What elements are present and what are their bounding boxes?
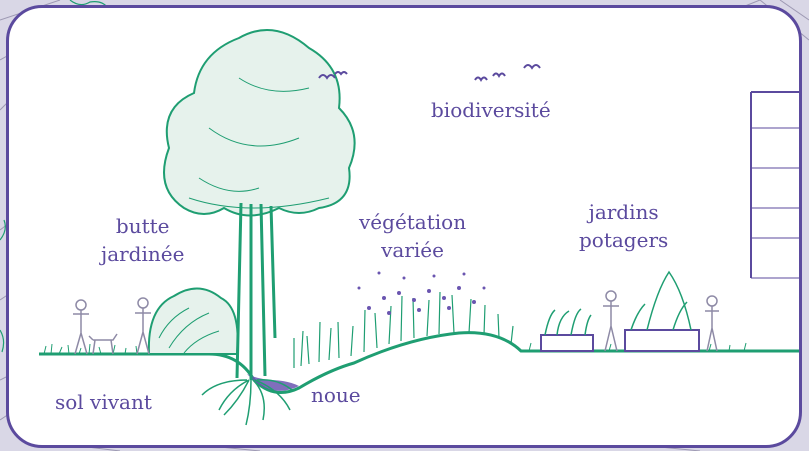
building-icon bbox=[751, 92, 802, 278]
bird-icon bbox=[319, 65, 540, 80]
dog-icon bbox=[89, 334, 117, 354]
label-butte-jardinee: butte jardinée bbox=[101, 212, 184, 268]
label-biodiversite: biodiversité bbox=[431, 96, 551, 124]
label-sol-vivant: sol vivant bbox=[55, 388, 152, 416]
varied-vegetation bbox=[294, 292, 513, 368]
garden-plants bbox=[545, 272, 691, 335]
butte-bush bbox=[149, 288, 238, 354]
label-noue: noue bbox=[311, 381, 361, 409]
label-vegetation-variee: végétation variée bbox=[359, 208, 466, 264]
label-jardins-potagers: jardins potagers bbox=[579, 198, 668, 254]
planter-box-icon bbox=[541, 330, 699, 351]
flower-dots bbox=[358, 272, 486, 316]
diagram-card: biodiversité butte jardinée végétation v… bbox=[6, 5, 802, 448]
